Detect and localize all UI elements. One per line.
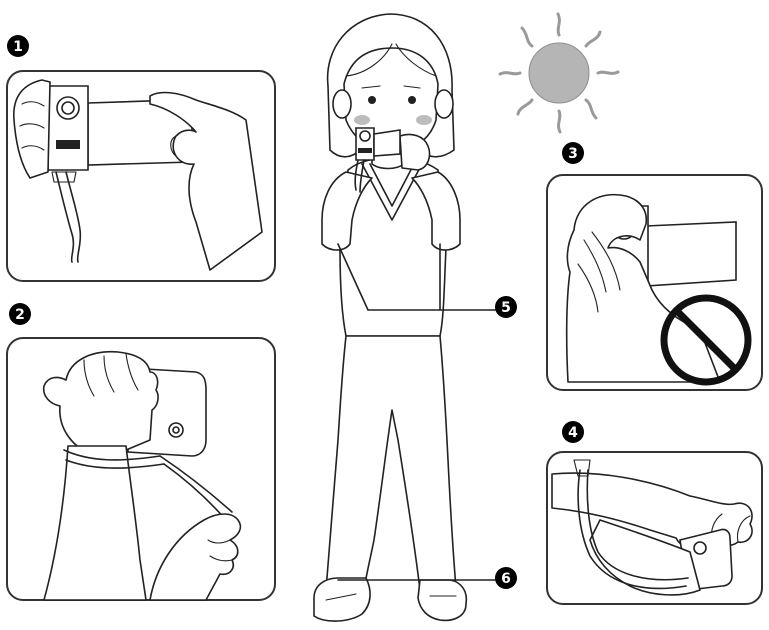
callout-badge-5-label: 5: [501, 300, 511, 316]
person-figure: [314, 14, 466, 621]
step-badge-3-label: 3: [568, 146, 578, 162]
step-badge-2-label: 2: [15, 307, 25, 323]
callout-badge-6: 6: [495, 567, 517, 589]
step-badge-1-label: 1: [13, 39, 23, 55]
panel-1: [7, 71, 275, 281]
step-badge-4-label: 4: [568, 425, 578, 441]
step-badge-3: 3: [562, 142, 584, 164]
step-badge-4: 4: [562, 421, 584, 443]
callout-badge-5: 5: [495, 296, 517, 318]
step-badge-1: 1: [7, 35, 29, 57]
panel-2: [7, 338, 275, 600]
sun-icon: [500, 14, 618, 132]
step-badge-2: 2: [9, 303, 31, 325]
panel-4: [547, 452, 762, 604]
panel-3: [547, 175, 762, 390]
callout-badge-6-label: 6: [501, 571, 511, 587]
